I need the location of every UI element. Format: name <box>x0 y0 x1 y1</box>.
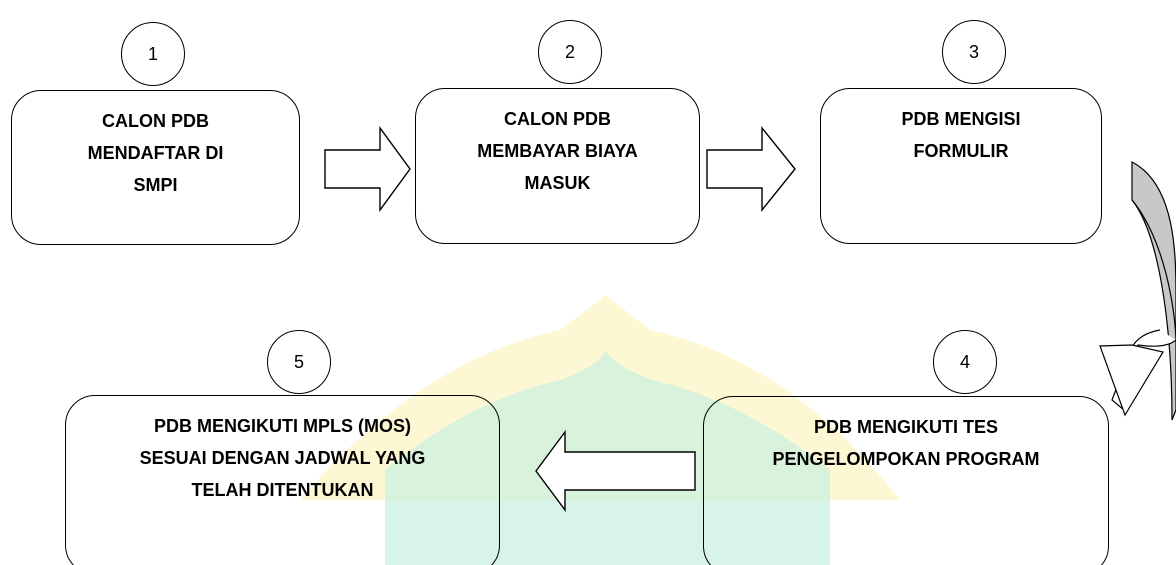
curved-arrow-down-icon <box>1131 161 1176 421</box>
step-1-number: 1 <box>121 22 185 86</box>
step-3-number-label: 3 <box>968 41 979 62</box>
curved-arrow-down-icon <box>1131 199 1176 341</box>
step-4-text: PDB MENGIKUTI TES PENGELOMPOKAN PROGRAM <box>772 417 1040 469</box>
step-4-number-label: 4 <box>959 351 970 372</box>
arrow-right-icon <box>324 125 411 213</box>
step-3-text: PDB MENGISI FORMULIR <box>901 109 1021 161</box>
step-1-box: CALON PDB MENDAFTAR DI SMPI <box>11 90 300 245</box>
arrow-right-icon <box>706 126 796 212</box>
arrow-left-icon <box>535 429 696 513</box>
step-5-box: PDB MENGIKUTI MPLS (MOS) SESUAI DENGAN J… <box>65 395 500 565</box>
step-5-text: PDB MENGIKUTI MPLS (MOS) SESUAI DENGAN J… <box>139 416 426 500</box>
step-3-box: PDB MENGISI FORMULIR <box>820 88 1102 244</box>
step-5-number: 5 <box>267 330 331 394</box>
step-2-number: 2 <box>538 20 602 84</box>
step-2-box: CALON PDB MEMBAYAR BIAYA MASUK <box>415 88 700 244</box>
step-1-number-label: 1 <box>147 43 158 64</box>
step-3-number: 3 <box>942 20 1006 84</box>
step-2-text: CALON PDB MEMBAYAR BIAYA MASUK <box>477 109 638 193</box>
curved-arrow-head-icon <box>1099 344 1164 417</box>
step-4-number: 4 <box>933 330 997 394</box>
step-4-box: PDB MENGIKUTI TES PENGELOMPOKAN PROGRAM <box>703 396 1109 565</box>
step-2-number-label: 2 <box>564 41 575 62</box>
step-5-number-label: 5 <box>293 351 304 372</box>
step-1-text: CALON PDB MENDAFTAR DI SMPI <box>87 111 224 195</box>
